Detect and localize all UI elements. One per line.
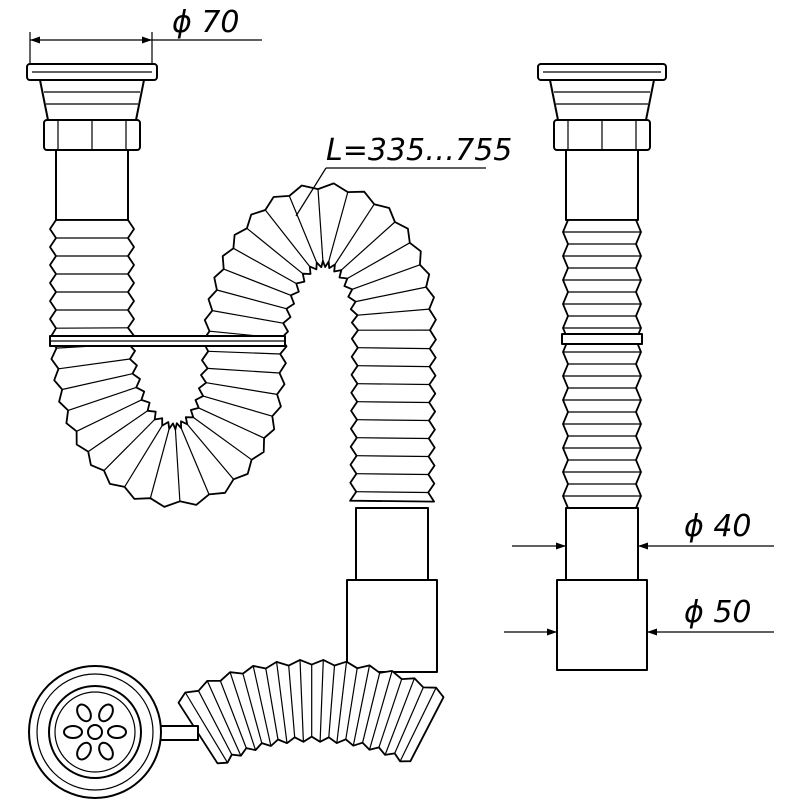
- side-flange: [537, 63, 667, 121]
- dimension-hose-length: L=335…755: [295, 133, 512, 217]
- top-corrugated-hose: [177, 659, 445, 765]
- side-inlet-tube: [565, 149, 639, 221]
- outlet-inner-diameter-label: ϕ 40: [684, 509, 752, 544]
- side-outlet: [556, 507, 648, 671]
- outlet-outer-diameter-label: ϕ 50: [684, 595, 752, 630]
- side-nut: [553, 119, 651, 151]
- front-view: [26, 63, 438, 673]
- side-view: [537, 63, 667, 671]
- rim-diameter-label: ϕ 70: [172, 5, 240, 40]
- side-clamp: [561, 333, 643, 345]
- front-inlet-tube: [55, 149, 129, 221]
- front-outlet: [346, 507, 438, 673]
- hose-length-label: L=335…755: [326, 133, 512, 168]
- dimension-outlet-inner-diameter: ϕ 40: [512, 509, 774, 550]
- top-view: [28, 659, 445, 799]
- dimension-outlet-outer-diameter: ϕ 50: [504, 595, 774, 636]
- side-corrugated-hose: [562, 219, 642, 509]
- dimension-rim-diameter: ϕ 70: [29, 5, 262, 64]
- strainer-holes: [63, 703, 127, 761]
- front-flange: [26, 63, 158, 121]
- front-nut: [43, 119, 141, 151]
- front-clamp: [49, 335, 286, 347]
- top-drain-strainer: [28, 665, 162, 799]
